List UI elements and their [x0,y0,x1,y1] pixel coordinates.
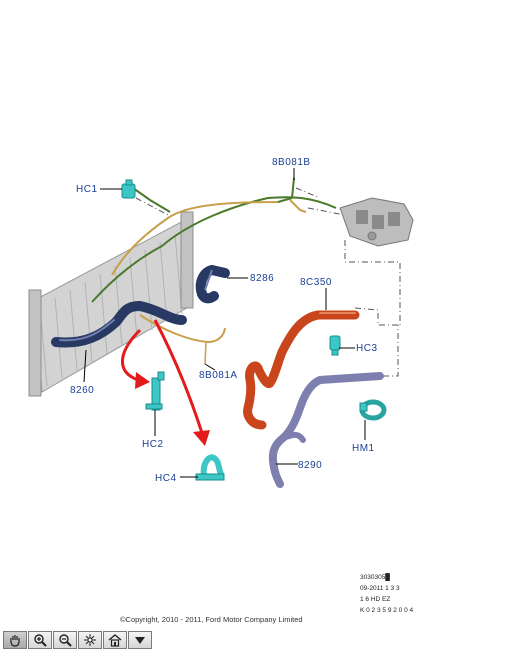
arrow-to-hc4 [153,319,204,434]
label-8260: 8260 [70,385,94,396]
arrowhead-hc2 [135,372,150,389]
label-8286: 8286 [250,273,274,284]
cooling-system-diagram: HC1 8B081B 8286 8C350 HC3 8260 8B081A HC… [28,157,414,488]
zoom-in-button[interactable] [28,631,52,649]
label-hc4: HC4 [155,473,177,484]
zoom-in-icon [34,634,47,647]
viewer-toolbar [0,630,152,650]
zoom-out-icon [59,634,72,647]
label-hm1: HM1 [352,443,375,454]
hc2-clamp [145,371,165,411]
callout-leaders [83,168,366,478]
hc4-clip [195,454,225,481]
ref-line-4: K 0 2 3 5 9 2 0 0 4 [360,607,414,614]
radiator-8260 [28,211,194,397]
label-hc1: HC1 [76,184,98,195]
hose-8c350 [243,310,360,430]
label-8b081a: 8B081A [199,370,238,381]
label-8c350: 8C350 [300,277,332,288]
fit-window-icon [84,634,96,646]
fit-window-button[interactable] [78,631,102,649]
ref-line-3: 1 6 HD EZ [360,596,391,603]
home-button[interactable] [103,631,127,649]
red-arrows [121,319,204,434]
arrow-to-hc2 [121,328,142,382]
more-menu-button[interactable] [128,631,152,649]
ref-line-1: 3030305█ [360,574,390,581]
copyright-text: ©Copyright, 2010 - 2011, Ford Motor Comp… [120,615,303,624]
label-8b081b: 8B081B [272,157,311,168]
hm1-clamp [359,399,387,421]
dropdown-arrow-icon [135,637,145,644]
engine-component [339,197,414,247]
leader-lines [135,187,401,377]
hc3-connector [329,335,341,356]
pan-button[interactable] [3,631,27,649]
label-hc2: HC2 [142,439,164,450]
hc1-connector [121,179,136,199]
hose-8290 [268,372,384,488]
ref-line-2: 09-2011 1 3 3 [360,585,400,592]
hose-8286 [195,264,230,304]
pan-hand-icon [10,635,20,647]
home-icon [108,634,122,647]
zoom-out-button[interactable] [53,631,77,649]
lower-radiator-hose [51,300,187,348]
arrowhead-hc4 [193,430,210,446]
wiring-harness-8b081b [91,177,337,303]
label-8290: 8290 [298,460,322,471]
label-hc3: HC3 [356,343,378,354]
